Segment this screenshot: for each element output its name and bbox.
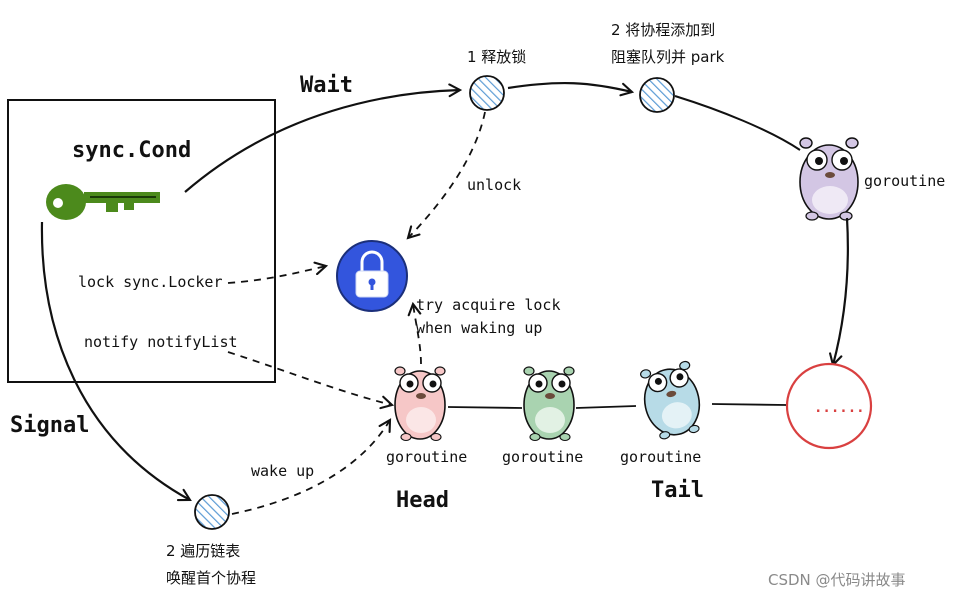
- purple-gopher-icon: [799, 137, 859, 221]
- green-goroutine-label: goroutine: [502, 448, 583, 466]
- queue-ellipsis-text: ......: [814, 400, 865, 416]
- wait-label: Wait: [300, 73, 353, 98]
- wake-up-label: wake up: [251, 462, 314, 480]
- key-icon: [46, 184, 160, 220]
- notify-arrow: [227, 351, 395, 410]
- purple-goroutine-label: goroutine: [864, 172, 945, 190]
- park-to-goroutine-line: [674, 95, 801, 151]
- signal-arrow: [40, 221, 192, 502]
- queue-link-green-blue: [575, 405, 637, 409]
- pink-goroutine-label: goroutine: [386, 448, 467, 466]
- head-label: Head: [396, 488, 449, 513]
- try-acquire-arrow: [407, 301, 422, 365]
- wait-arrow: [184, 83, 463, 193]
- try-acquire-line2: when waking up: [416, 319, 542, 337]
- watermark: CSDN @代码讲故事: [768, 571, 906, 589]
- lock-field-arrow: [227, 261, 329, 284]
- lock-field-label: lock sync.Locker: [78, 273, 223, 291]
- sync-cond-title: sync.Cond: [72, 138, 191, 163]
- queue-link-blue-tail: [711, 403, 787, 406]
- step2-line1: 2 将协程添加到: [611, 21, 715, 39]
- lock-icon: [336, 240, 408, 312]
- green-gopher-icon: [523, 366, 575, 442]
- tail-label: Tail: [651, 478, 704, 503]
- release-lock-node: [469, 75, 505, 111]
- try-acquire-line1: try acquire lock: [416, 296, 561, 314]
- queue-ellipsis-node: [785, 362, 873, 450]
- unlock-arrow: [406, 111, 486, 240]
- to-park-arrow: [507, 81, 635, 97]
- blue-goroutine-label: goroutine: [620, 448, 701, 466]
- signal-step-line1: 2 遍历链表: [166, 542, 240, 560]
- unlock-label: unlock: [467, 176, 521, 194]
- goroutine-to-queue-arrow: [829, 217, 849, 368]
- sync-cond-box: [7, 99, 276, 383]
- step2-line2: 阻塞队列并 park: [611, 48, 725, 66]
- step1-label: 1 释放锁: [467, 48, 526, 66]
- signal-step-line2: 唤醒首个协程: [166, 569, 256, 587]
- signal-label: Signal: [10, 413, 89, 438]
- pink-gopher-icon: [394, 366, 446, 442]
- blue-gopher-icon: [640, 360, 701, 440]
- queue-link-head-green: [447, 406, 523, 409]
- traverse-list-node: [194, 494, 230, 530]
- notify-field-label: notify notifyList: [84, 333, 238, 351]
- park-node: [639, 77, 675, 113]
